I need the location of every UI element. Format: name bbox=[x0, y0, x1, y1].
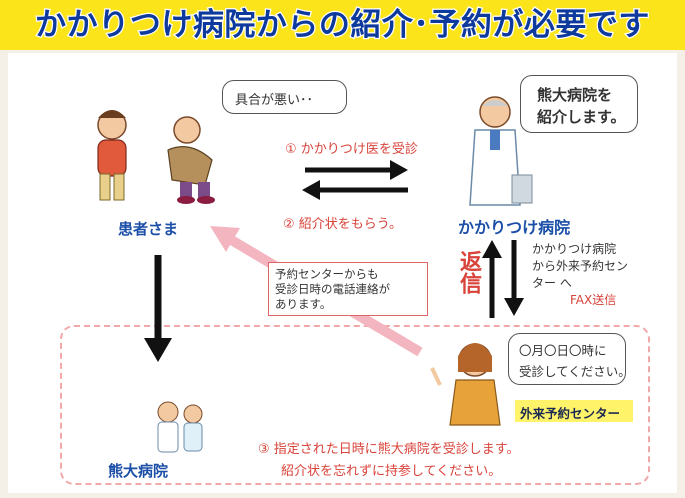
step-1-text: ① かかりつけ医を受診 bbox=[285, 142, 418, 157]
down-arrow bbox=[144, 255, 172, 362]
title-banner bbox=[0, 0, 685, 50]
hospital-visit-area bbox=[60, 325, 650, 485]
step-2-text: ② 紹介状をもらう。 bbox=[283, 217, 403, 232]
hospital-doctors-illustration bbox=[157, 401, 203, 453]
page-title: かかりつけ病院からの紹介･予約が必要です bbox=[34, 6, 651, 45]
receptionist-illustration bbox=[430, 343, 501, 426]
notice-line-1: 予約センターからも bbox=[275, 267, 379, 281]
reply-label: 返信 bbox=[456, 250, 481, 294]
fax-line-1: かかりつけ病院 bbox=[532, 242, 617, 256]
fax-send-label: FAX送信 bbox=[570, 293, 617, 307]
clinic-speech-line1: 熊大病院を bbox=[537, 86, 613, 104]
clinic-label: かかりつけ病院 bbox=[458, 218, 571, 237]
center-speech-line2: 受診してください。 bbox=[519, 364, 631, 379]
clinic-speech-bubble: 熊大病院を 紹介します。 bbox=[520, 75, 638, 133]
patient-label: 患者さま bbox=[118, 220, 179, 238]
reply-arrows bbox=[482, 240, 524, 318]
center-label-tag bbox=[515, 400, 633, 422]
patient-illustration bbox=[97, 110, 215, 204]
doctor-illustration bbox=[469, 96, 533, 206]
step-3-line-2: 紹介状を忘れずに持参してください。 bbox=[281, 464, 502, 479]
exchange-arrows bbox=[302, 160, 408, 200]
fax-line-3: ター へ bbox=[532, 276, 572, 290]
notice-line-2: 受診日時の電話連絡が bbox=[275, 282, 390, 296]
patient-speech-text: 具合が悪い･･ bbox=[235, 93, 314, 108]
step-3-line-1: ③ 指定された日時に熊大病院を受診します。 bbox=[258, 442, 520, 457]
center-speech-bubble: 〇月〇日〇時に 受診してください。 bbox=[508, 333, 631, 385]
center-label: 外来予約センター bbox=[520, 406, 621, 421]
center-speech-line1: 〇月〇日〇時に bbox=[519, 343, 607, 358]
notice-line-3: あります。 bbox=[275, 297, 332, 311]
reservation-notice-box: 予約センターからも 受診日時の電話連絡が あります。 bbox=[268, 262, 428, 316]
fax-line-2: から外来予約セン bbox=[532, 259, 629, 273]
patient-speech-bubble: 具合が悪い･･ bbox=[222, 80, 347, 114]
clinic-speech-line2: 紹介します。 bbox=[537, 108, 626, 126]
hospital-label: 熊大病院 bbox=[108, 462, 169, 480]
